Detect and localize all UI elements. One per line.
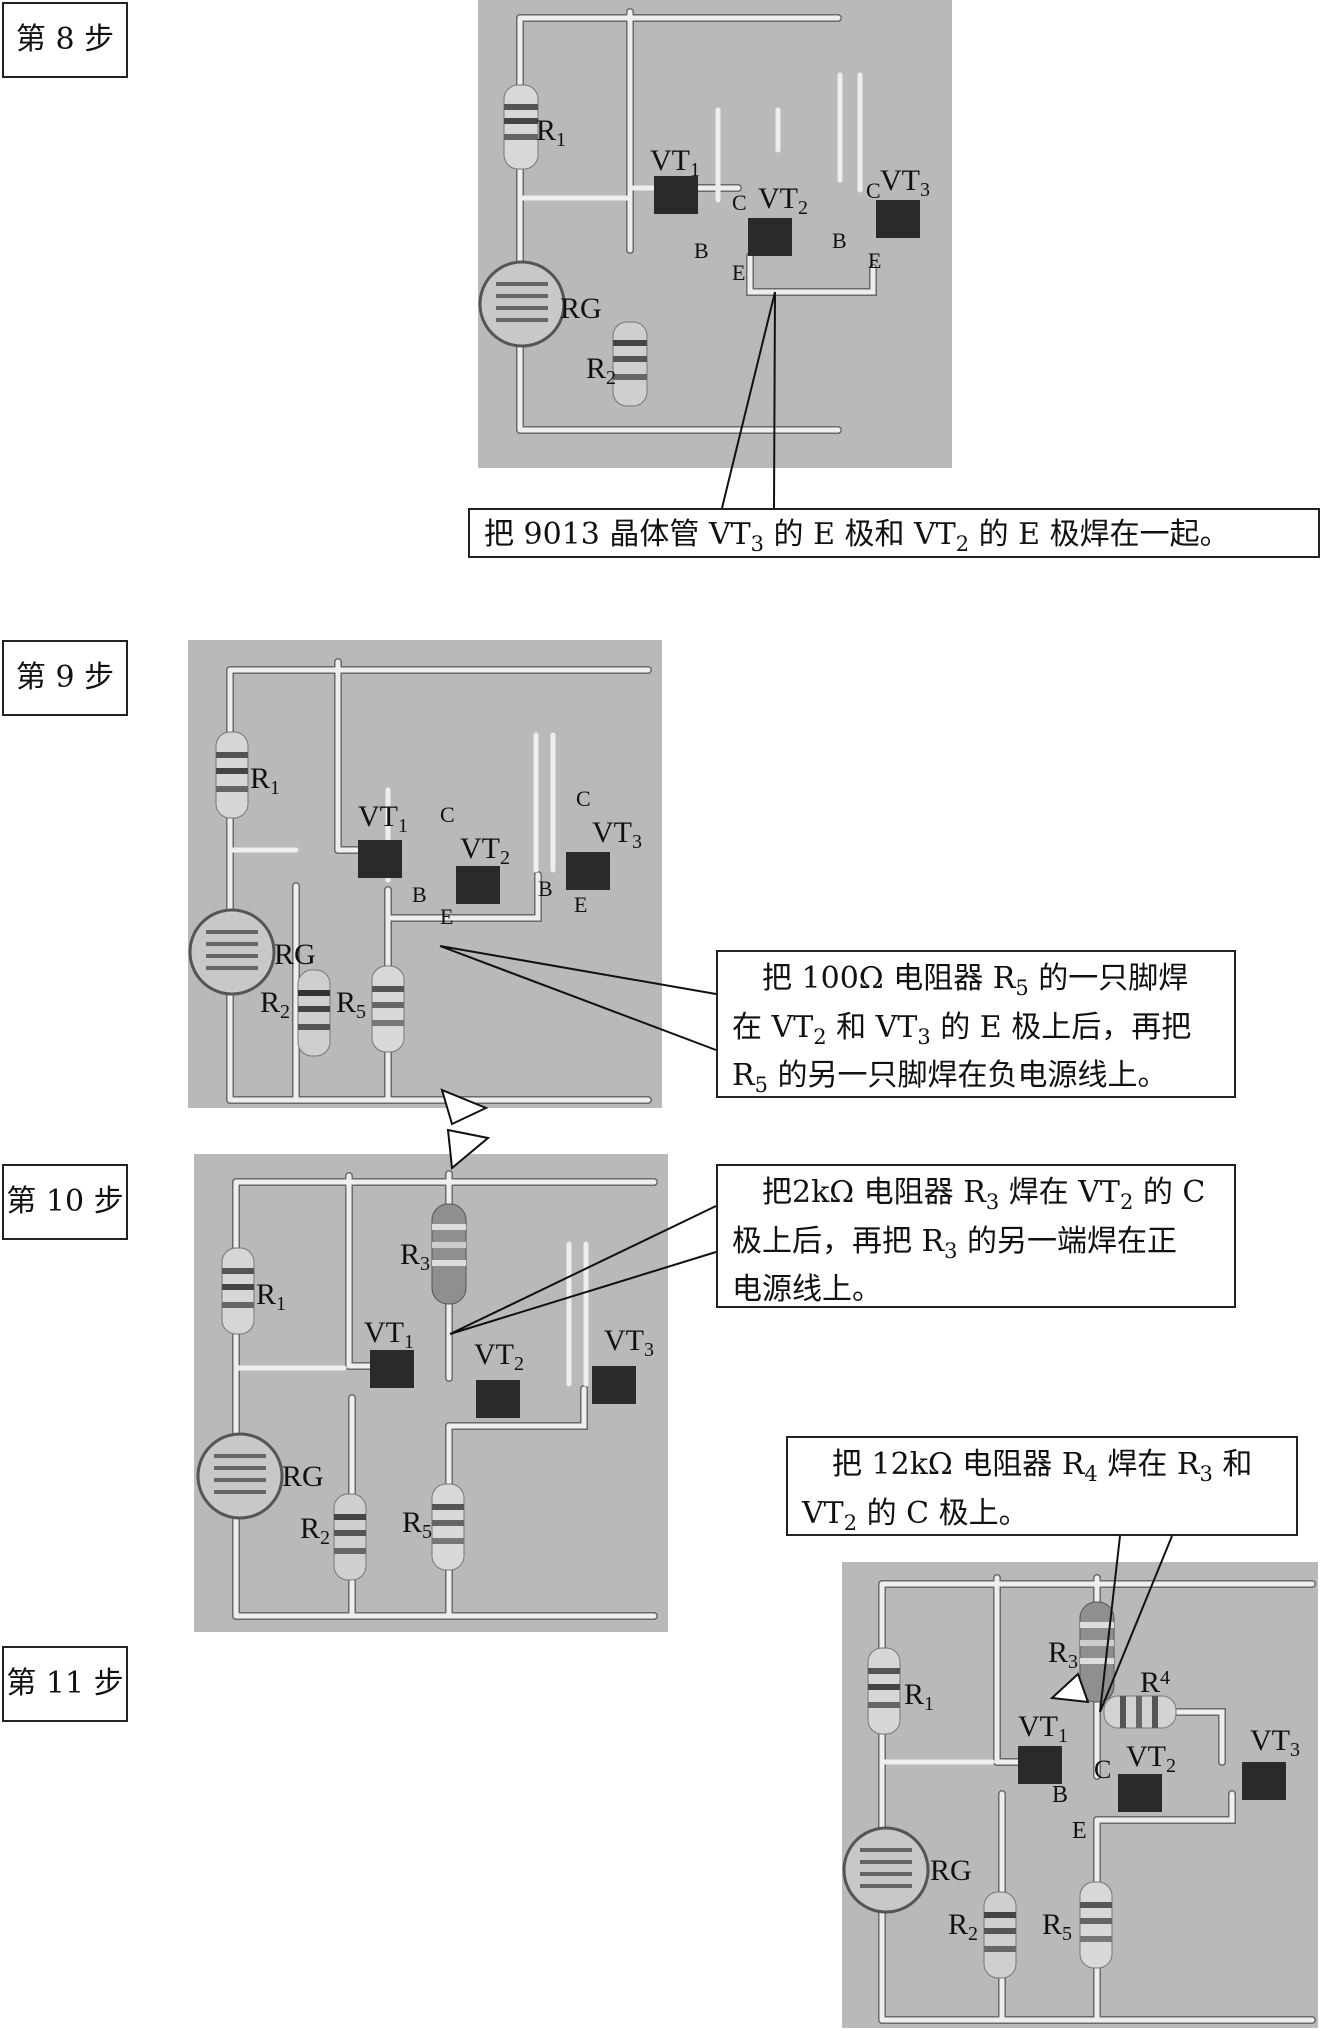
label-c-vt2: C <box>1094 1755 1111 1784</box>
label-vt2: VT2 <box>1126 1740 1176 1777</box>
step-11-photo: R1 R3 R4 VT1 VT2 VT3 RG R2 R5 C B E <box>842 1562 1318 2028</box>
resistor-r4 <box>1103 1695 1177 1729</box>
resistor-r1 <box>867 1647 901 1735</box>
label-e-vt2: E <box>440 904 453 929</box>
label-r5: R5 <box>336 986 366 1023</box>
label-r2: R2 <box>948 1908 978 1945</box>
step-11-callout: 把 12kΩ 电阻器 R4 焊在 R3 和 VT2 的 C 极上。 <box>786 1436 1298 1536</box>
resistor-r1 <box>221 1247 255 1335</box>
transistor-vt1 <box>358 840 402 878</box>
transistor-vt3 <box>876 200 920 238</box>
step-9-callout: 把 100Ω 电阻器 R5 的一只脚焊在 VT2 和 VT3 的 E 极上后，再… <box>716 950 1236 1098</box>
label-r5: R5 <box>1042 1908 1072 1945</box>
resistor-r3 <box>1079 1601 1115 1703</box>
transistor-vt2 <box>1118 1774 1162 1812</box>
label-r3: R3 <box>1048 1636 1078 1673</box>
component-labels: R1 VT1 VT2 VT3 RG R2 R5 C C B B E E <box>250 762 642 1023</box>
label-r1: R1 <box>536 114 566 151</box>
resistor-r3 <box>431 1203 467 1305</box>
label-r1: R1 <box>250 762 280 799</box>
label-b-vt2: B <box>412 882 427 907</box>
resistor-r5 <box>371 965 405 1053</box>
label-vt1: VT1 <box>650 144 700 181</box>
label-r2: R2 <box>300 1512 330 1549</box>
label-c-vt2: C <box>732 190 747 215</box>
step-10-photo: R1 R3 VT1 VT2 VT3 RG R2 R5 <box>194 1154 668 1632</box>
resistor-r2 <box>983 1891 1017 1979</box>
label-b-vt3: B <box>832 228 847 253</box>
label-r1: R1 <box>904 1678 934 1715</box>
label-rg: RG <box>560 292 602 325</box>
component-labels: R1 R3 VT1 VT2 VT3 RG R2 R5 <box>256 1238 654 1549</box>
callout-line: VT2 的 C 极上。 <box>802 1495 1029 1535</box>
callout-line: 把 12kΩ 电阻器 R4 焊在 R3 和 <box>832 1447 1253 1486</box>
transistor-vt1 <box>1018 1746 1062 1784</box>
resistor-r5 <box>1079 1881 1113 1969</box>
label-e-vt2: E <box>1072 1818 1087 1844</box>
photoresistor-rg <box>478 260 566 348</box>
photoresistor-rg <box>196 1432 284 1520</box>
step-10-callout: 把2kΩ 电阻器 R3 焊在 VT2 的 C 极上后，再把 R3 的另一端焊在正电… <box>716 1164 1236 1308</box>
label-vt2: VT2 <box>460 832 510 869</box>
label-vt1: VT1 <box>364 1316 414 1353</box>
callout-line: 把2kΩ 电阻器 R3 焊在 VT2 的 C <box>762 1175 1206 1214</box>
label-rg: RG <box>274 938 316 971</box>
label-vt2: VT2 <box>758 182 808 219</box>
label-r2: R2 <box>586 352 616 389</box>
transistor-vt2 <box>748 218 792 256</box>
step-9-label: 第 9 步 <box>2 640 128 716</box>
label-vt2: VT2 <box>474 1338 524 1375</box>
step-8-label: 第 8 步 <box>2 2 128 78</box>
photo-background <box>478 0 952 468</box>
label-vt3: VT3 <box>880 164 930 201</box>
label-c-vt2: C <box>440 802 455 827</box>
callout-line: R5 的另一只脚焊在负电源线上。 <box>732 1058 1168 1098</box>
label-r1: R1 <box>256 1278 286 1315</box>
transistor-vt2 <box>476 1380 520 1418</box>
label-e-vt3: E <box>868 248 881 273</box>
label-r2: R2 <box>260 986 290 1023</box>
callout-line: 在 VT2 和 VT3 的 E 极上后，再把 <box>732 1009 1192 1049</box>
step-9-photo: R1 VT1 VT2 VT3 RG R2 R5 C C B B E E <box>188 640 662 1108</box>
step-10-label: 第 10 步 <box>2 1164 128 1240</box>
resistor-r5 <box>431 1483 465 1571</box>
label-vt3: VT3 <box>592 816 642 853</box>
label-c-vt3: C <box>576 786 591 811</box>
label-rg: RG <box>930 1854 972 1887</box>
callout-line: 把 9013 晶体管 VT3 的 E 极和 VT2 的 E 极焊在一起。 <box>484 517 1230 556</box>
label-c-vt3: C <box>866 178 881 203</box>
label-vt1: VT1 <box>1018 1710 1068 1747</box>
transistor-vt3 <box>592 1366 636 1404</box>
resistor-r1 <box>503 84 539 170</box>
transistor-vt3 <box>1242 1762 1286 1800</box>
photoresistor-rg <box>188 908 276 996</box>
resistor-r2 <box>333 1493 367 1581</box>
label-b-vt3: B <box>538 876 553 901</box>
step-8-photo: R1 VT1 VT2 VT3 RG R2 C C B B E E <box>478 0 952 468</box>
resistor-r1 <box>215 731 249 819</box>
resistor-r2 <box>612 321 648 407</box>
step-11-label: 第 11 步 <box>2 1646 128 1722</box>
callout-line: 电源线上。 <box>732 1272 882 1308</box>
label-vt3: VT3 <box>1250 1724 1300 1761</box>
label-r5: R5 <box>402 1506 432 1543</box>
resistor-r2 <box>297 969 331 1057</box>
callout-line: 把 100Ω 电阻器 R5 的一只脚焊 <box>762 961 1189 1000</box>
transistor-vt1 <box>370 1350 414 1388</box>
label-b-vt2: B <box>1052 1782 1068 1808</box>
step-8-callout: 把 9013 晶体管 VT3 的 E 极和 VT2 的 E 极焊在一起。 <box>468 508 1320 558</box>
label-r3: R3 <box>400 1238 430 1275</box>
label-rg: RG <box>282 1460 324 1493</box>
photoresistor-rg <box>842 1826 930 1914</box>
label-e-vt3: E <box>574 892 587 917</box>
component-labels: R1 VT1 VT2 VT3 RG R2 C C B B E E <box>536 114 930 389</box>
callout-line: 极上后，再把 R3 的另一端焊在正 <box>732 1223 1178 1263</box>
transistor-vt2 <box>456 866 500 904</box>
label-vt1: VT1 <box>358 800 408 837</box>
label-e-vt2: E <box>732 260 745 285</box>
transistor-vt3 <box>566 852 610 890</box>
transistor-vt1 <box>654 176 698 214</box>
label-b-vt2: B <box>694 238 709 263</box>
